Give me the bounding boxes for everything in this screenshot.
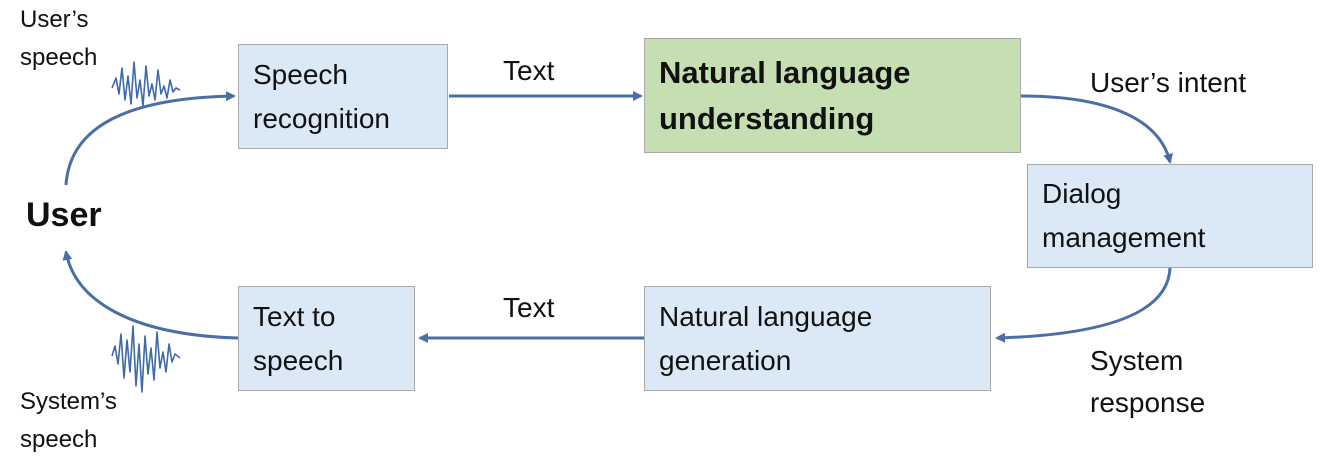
arrow-dialog-management-to-nlg: [995, 267, 1172, 343]
users-speech-line-2: speech: [20, 44, 98, 71]
systems-speech-line-1: System’s: [20, 388, 117, 415]
user-speech-waveform-icon: [111, 61, 181, 107]
arrow-user-to-speech-recognition: [64, 91, 236, 186]
edge-label-system-response: System response: [1090, 340, 1205, 424]
dialog-management-box: Dialog management: [1027, 164, 1313, 268]
nlg-line-2: generation: [659, 344, 792, 376]
text-to-speech-box: Text to speech: [238, 286, 415, 391]
users-speech-line-1: User’s: [20, 6, 89, 33]
user-label: User: [26, 196, 102, 234]
nlg-line-1: Natural language: [659, 300, 873, 332]
dialog-management-line-1: Dialog: [1042, 178, 1122, 209]
system-response-line-2: response: [1090, 387, 1206, 418]
systems-speech-line-2: speech: [20, 426, 98, 453]
arrow-nlu-to-dialog-management: [1020, 94, 1174, 164]
arrow-text-to-speech-to-user: [62, 250, 239, 340]
speech-recognition-line-2: recognition: [253, 102, 390, 134]
nlu-line-2: understanding: [659, 100, 875, 136]
edge-label-users-intent: User’s intent: [1090, 67, 1247, 98]
edge-label-text-bottom: Text: [503, 292, 555, 323]
speech-recognition-line-1: Speech: [253, 58, 348, 90]
text-to-speech-line-2: speech: [253, 344, 344, 376]
system-speech-waveform-icon: [111, 325, 181, 393]
text-to-speech-line-1: Text to: [253, 300, 336, 332]
speech-recognition-box: Speech recognition: [238, 44, 448, 149]
system-response-line-1: System: [1090, 345, 1184, 376]
users-speech-annotation: User’s speech: [20, 1, 97, 77]
edge-label-text-top: Text: [503, 55, 555, 86]
nlu-line-1: Natural language: [659, 54, 911, 90]
nlu-box: Natural language understanding: [644, 38, 1021, 153]
dialog-management-line-2: management: [1042, 222, 1206, 253]
systems-speech-annotation: System’s speech: [20, 383, 117, 459]
nlg-box: Natural language generation: [644, 286, 991, 391]
